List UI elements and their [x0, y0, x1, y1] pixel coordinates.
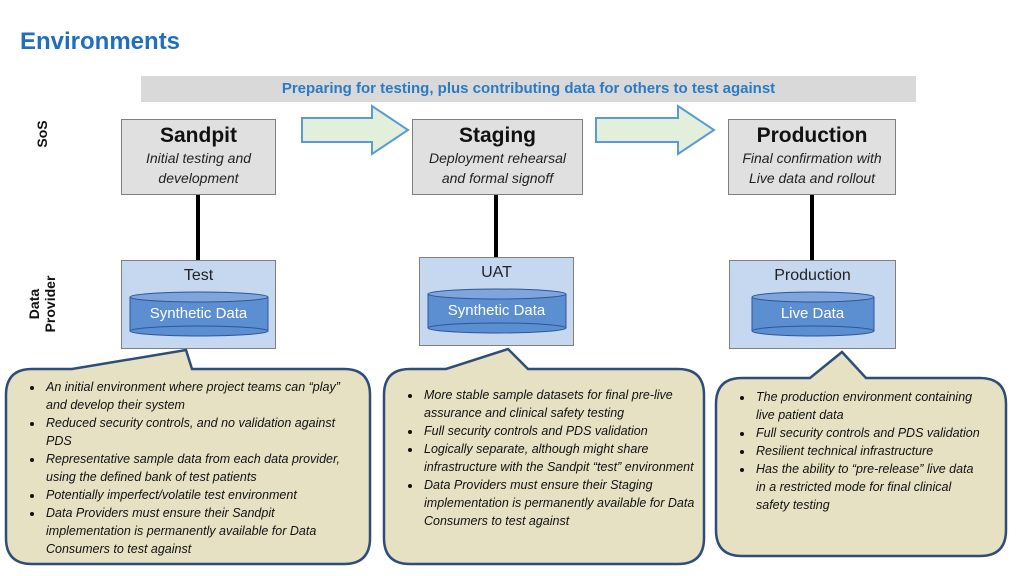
callout-text-sandpit: An initial environment where project tea… — [22, 378, 362, 558]
env-subtitle-line2: and formal signoff — [441, 170, 554, 186]
list-item: Potentially imperfect/volatile test envi… — [44, 486, 362, 504]
list-item: Logically separate, although might share… — [422, 440, 696, 476]
provider-box-production: Production Live Data — [729, 260, 896, 349]
callout-bubble-production — [714, 350, 1008, 558]
env-box-sandpit: Sandpit Initial testing and development — [121, 119, 276, 195]
database-label: Live Data — [780, 305, 845, 322]
connector-line — [810, 195, 814, 261]
callout-text-staging: More stable sample datasets for final pr… — [400, 386, 696, 530]
connector-line — [196, 195, 200, 261]
database-label: Synthetic Data — [447, 302, 546, 319]
env-box-staging: Staging Deployment rehearsal and formal … — [412, 119, 583, 195]
connector-line — [494, 195, 498, 257]
env-title: Production — [756, 124, 868, 147]
env-subtitle-line2: Live data and rollout — [748, 170, 876, 186]
list-item: Full security controls and PDS validatio… — [422, 422, 696, 440]
provider-title: UAT — [481, 264, 512, 281]
bullet-list: An initial environment where project tea… — [22, 378, 362, 558]
callout-text-production: The production environment containing li… — [732, 388, 982, 514]
provider-box-uat: UAT Synthetic Data — [419, 257, 574, 346]
list-item: Data Providers must ensure their Sandpit… — [44, 504, 362, 558]
list-item: Data Providers must ensure their Staging… — [422, 476, 696, 530]
env-box-production: Production Final confirmation with Live … — [728, 119, 896, 195]
database-label: Synthetic Data — [149, 305, 248, 322]
env-subtitle-line1: Initial testing and — [145, 150, 252, 166]
arrow-right-icon — [301, 104, 410, 156]
list-item: An initial environment where project tea… — [44, 378, 362, 414]
provider-title: Test — [183, 267, 214, 284]
list-item: Resilient technical infrastructure — [754, 442, 982, 460]
provider-box-test: Test Synthetic Data — [121, 260, 276, 349]
list-item: More stable sample datasets for final pr… — [422, 386, 696, 422]
list-item: Representative sample data from each dat… — [44, 450, 362, 486]
provider-title: Production — [774, 267, 851, 284]
database-icon: Synthetic Data — [129, 291, 269, 337]
list-item: Reduced security controls, and no valida… — [44, 414, 362, 450]
env-subtitle-line2: development — [158, 170, 239, 186]
bullet-list: The production environment containing li… — [732, 388, 982, 514]
database-icon: Live Data — [751, 291, 875, 337]
list-item: The production environment containing li… — [754, 388, 982, 424]
database-icon: Synthetic Data — [427, 288, 567, 334]
callout-bubble-staging — [382, 347, 706, 566]
arrow-right-icon — [595, 104, 716, 156]
bullet-list: More stable sample datasets for final pr… — [400, 386, 696, 530]
env-title: Staging — [459, 124, 536, 147]
page-title: Environments — [20, 28, 181, 55]
env-subtitle-line1: Deployment rehearsal — [429, 150, 566, 166]
env-title: Sandpit — [160, 124, 237, 147]
list-item: Full security controls and PDS validatio… — [754, 424, 982, 442]
env-subtitle-line1: Final confirmation with — [742, 150, 882, 166]
banner: Preparing for testing, plus contributing… — [141, 76, 916, 102]
callout-bubble-sandpit — [4, 348, 372, 566]
list-item: Has the ability to “pre-release” live da… — [754, 460, 982, 514]
